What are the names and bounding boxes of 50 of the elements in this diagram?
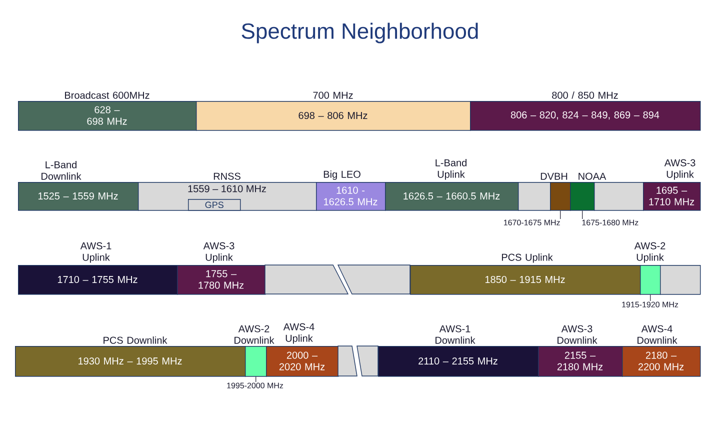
leader-line: [582, 210, 583, 220]
frequency-label: 1670-1675 MHz: [504, 220, 560, 226]
band-segment: 1525 – 1559 MHz: [18, 182, 139, 211]
band-segment: [338, 346, 358, 376]
band-segment: 806 – 820, 824 – 849, 869 – 894: [470, 101, 701, 131]
band-segment: 1610 - 1626.5 MHz: [316, 182, 386, 211]
band-heading: Big LEO: [324, 170, 360, 180]
inner-box: GPS: [188, 199, 241, 211]
band-heading: NOAA: [578, 172, 606, 180]
band-segment: 2180 – 2200 MHz: [622, 346, 701, 377]
band-segment: 2110 – 2155 MHz: [378, 346, 539, 377]
band-heading: AWS-1 Uplink: [80, 242, 112, 263]
band-heading: AWS-3 Uplink: [664, 159, 696, 180]
band-segment: [660, 265, 701, 295]
band-segment: 2000 – 2020 MHz: [266, 346, 339, 377]
band-segment: 1626.5 – 1660.5 MHz: [385, 182, 519, 211]
frequency-label: 1995-2000 MHz: [227, 382, 284, 388]
band-segment: 698 – 806 MHz: [196, 101, 471, 131]
band-heading: L-Band Uplink: [436, 158, 466, 180]
leader-line: [650, 294, 651, 302]
band-segment: [594, 182, 644, 211]
band-heading: AWS-3 Downlink: [558, 325, 598, 344]
band-segment: 1710 – 1755 MHz: [18, 265, 178, 295]
band-heading: AWS-2 Uplink: [634, 242, 666, 263]
band-heading: AWS-2 Downlink: [234, 325, 274, 344]
band-segment: 1850 – 1915 MHz: [410, 265, 641, 295]
title: Spectrum Neighborhood: [242, 22, 478, 44]
band-segment: 1755 – 1780 MHz: [177, 265, 266, 295]
band-heading: PCS Downlink: [104, 336, 168, 344]
band-segment: 628 – 698 MHz: [18, 101, 197, 131]
band-segment: [264, 264, 349, 294]
band-segment: [518, 182, 551, 211]
band-heading: 800 / 850 MHz: [552, 91, 618, 99]
band-heading: AWS-4 Downlink: [638, 325, 678, 344]
frequency-label: 1915-1920 MHz: [622, 302, 678, 308]
band-segment: 2155 – 2180 MHz: [538, 346, 623, 377]
band-heading: L-Band Downlink: [42, 160, 82, 180]
band-heading: 700 MHz: [313, 92, 353, 99]
band-segment: 1695 – 1710 MHz: [643, 182, 701, 211]
band-segment: [356, 346, 378, 376]
leader-line: [560, 210, 561, 220]
band-heading: Broadcast 600MHz: [65, 91, 150, 99]
band-heading: AWS-4 Uplink: [283, 323, 314, 344]
band-segment: 1930 MHz – 1995 MHz: [15, 346, 246, 377]
band-heading: PCS Uplink: [502, 253, 553, 263]
band-heading: DVBH: [540, 172, 568, 180]
frequency-label: 1675-1680 MHz: [582, 220, 638, 226]
band-heading: AWS-3 Uplink: [203, 242, 234, 263]
band-heading: AWS-1 Downlink: [436, 325, 476, 344]
band-heading: RNSS: [214, 172, 240, 180]
